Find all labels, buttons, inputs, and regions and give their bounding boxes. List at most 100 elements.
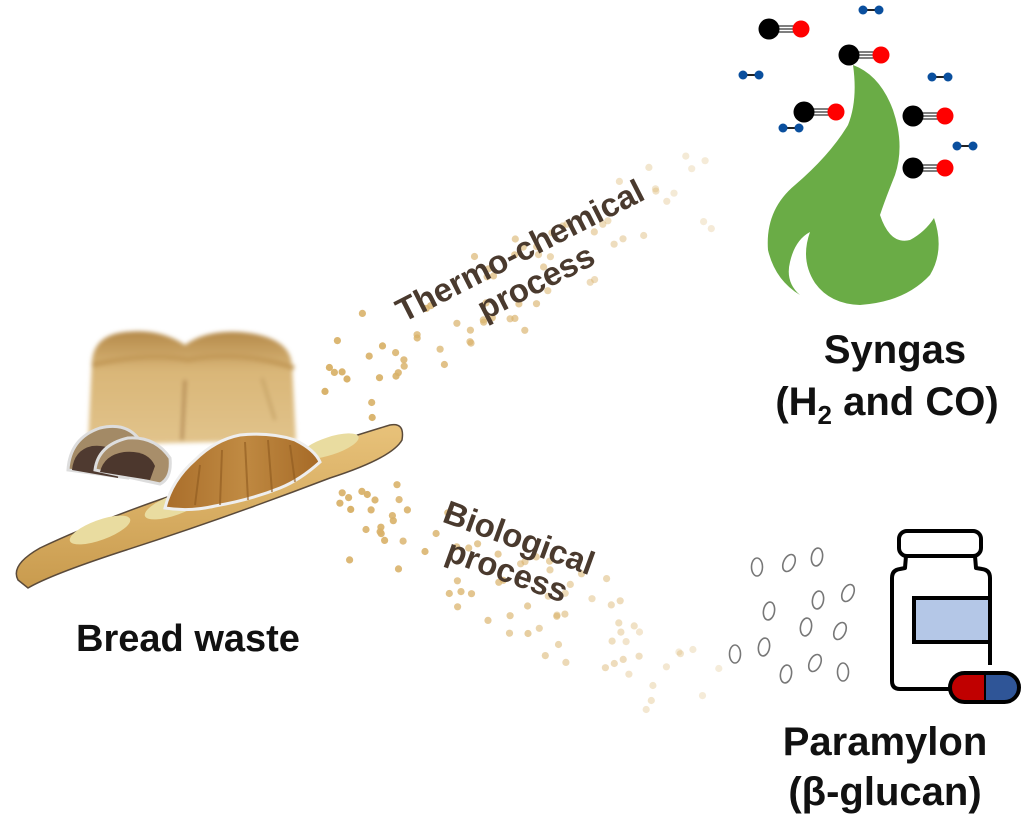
particle-dot [553, 611, 561, 619]
particle-dot [701, 157, 709, 165]
particle-dot [367, 506, 375, 514]
particle-dot [457, 588, 465, 596]
particle-dot [715, 664, 723, 673]
h2-molecule-icon [952, 141, 978, 151]
paramylon-granule-icon [757, 637, 771, 657]
syngas-subtitle: (H2 and CO) [750, 380, 1024, 431]
loaf-bread-icon [88, 331, 296, 445]
syngas-subtitle-prefix: (H [775, 380, 818, 424]
thermo-particle-stream [321, 152, 715, 422]
particle-dot [601, 664, 610, 672]
particle-dot [590, 228, 598, 236]
paramylon-granule-icon [779, 664, 793, 684]
particle-dot [375, 374, 384, 382]
particle-dot [480, 318, 488, 326]
paramylon-granule-icon [836, 662, 850, 682]
particle-dot [467, 590, 476, 598]
particle-dot [392, 349, 400, 357]
particle-dot [645, 163, 653, 171]
particle-dot [499, 576, 507, 584]
particle-dot [371, 496, 379, 504]
particle-dot [640, 231, 648, 240]
particle-dot [604, 217, 612, 225]
particle-dot [619, 655, 627, 664]
particle-dot [562, 658, 570, 667]
particle-dot [698, 692, 707, 700]
particle-dot [465, 544, 473, 552]
particle-dot [707, 225, 715, 233]
particle-dot [413, 331, 421, 339]
particle-dot [358, 487, 366, 495]
bio-particle-stream [336, 481, 723, 714]
particle-dot [608, 637, 616, 645]
particle-dot [642, 705, 650, 714]
particle-dot [363, 490, 371, 499]
particle-dot [506, 612, 514, 620]
particle-dot [333, 337, 341, 345]
h2-molecule-icon [858, 5, 884, 15]
particle-dot [519, 243, 527, 251]
particle-dot [532, 300, 541, 308]
h2-molecule-icon [927, 72, 953, 82]
particle-dot [365, 352, 373, 360]
particle-dot [688, 165, 696, 173]
syngas-subscript: 2 [817, 400, 832, 430]
particle-dot [436, 345, 444, 353]
paramylon-granule-icon [781, 553, 797, 573]
particle-dot [376, 528, 384, 536]
particle-dot [635, 628, 644, 636]
particle-dot [533, 243, 541, 251]
particle-dot [489, 272, 498, 280]
flame-icon [767, 65, 939, 305]
particle-dot [381, 536, 389, 545]
particle-dot [445, 589, 453, 598]
particle-dot [625, 670, 633, 678]
particle-dot [336, 499, 344, 507]
particle-dot [511, 235, 519, 243]
particle-dot [521, 326, 529, 334]
particle-dot [566, 580, 574, 589]
particle-dot [591, 276, 599, 284]
supplement-bottle-icon [890, 529, 1021, 704]
particle-dot [325, 363, 333, 372]
particle-dot [544, 287, 552, 295]
particle-dot [321, 387, 329, 395]
bread-waste-label: Bread waste [76, 618, 300, 660]
particle-dot [347, 505, 355, 513]
particle-dot [521, 558, 529, 566]
paramylon-granule-icon [810, 547, 824, 567]
particle-dot [561, 610, 569, 618]
particle-dot [546, 557, 554, 565]
syngas-title: Syngas [823, 328, 967, 372]
particle-dot [330, 368, 338, 376]
particle-dot [577, 570, 586, 578]
particle-dot [392, 372, 400, 380]
particle-dot [544, 592, 552, 600]
particle-dot [682, 152, 690, 160]
h2-molecule-icon [778, 123, 804, 133]
particle-dot [588, 595, 596, 603]
particle-dot [511, 314, 519, 322]
particle-dot [358, 309, 366, 317]
particle-dot [700, 218, 708, 226]
particle-dot [421, 547, 429, 556]
co-molecule-icon [758, 18, 810, 40]
particle-dot [453, 319, 461, 327]
particle-dot [670, 189, 678, 197]
particle-dot [515, 300, 523, 308]
particle-dot [524, 602, 532, 610]
particle-dot [474, 540, 482, 548]
paramylon-granule-icon [840, 583, 856, 603]
particle-dot [535, 624, 543, 632]
particle-dot [368, 413, 376, 422]
particle-dot [338, 368, 346, 376]
paramylon-granule-icon [807, 653, 823, 673]
particle-dot [470, 252, 479, 261]
particle-dot [482, 299, 490, 307]
particle-dot [432, 529, 440, 538]
particle-dot [403, 506, 411, 514]
particle-dot [649, 681, 657, 690]
particle-dot [453, 543, 461, 551]
particle-dot [676, 650, 685, 658]
